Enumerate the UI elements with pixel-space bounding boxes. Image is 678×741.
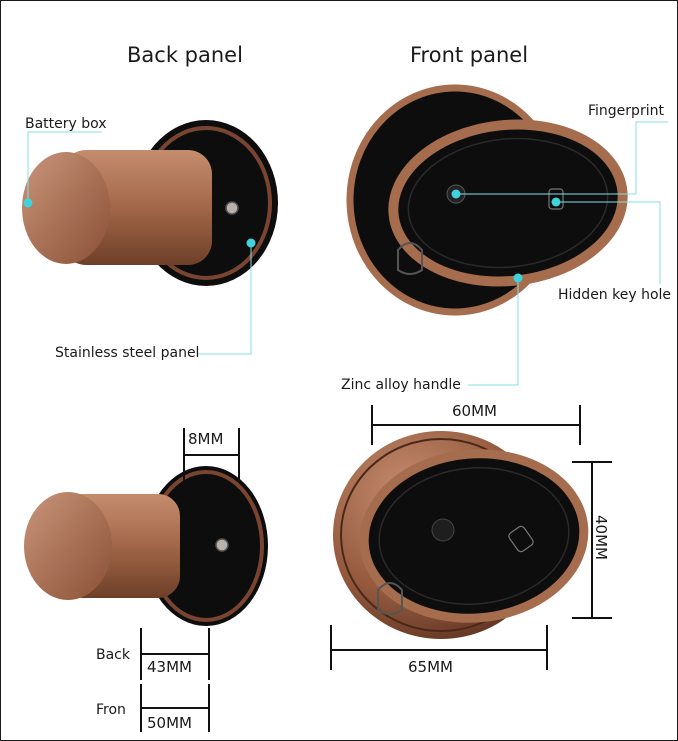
logo-icon <box>377 582 403 615</box>
front-panel-heading: Front panel <box>410 43 529 67</box>
front-length-dimension-label: 50MM <box>147 714 192 732</box>
front-panel-lock-dimensioned <box>333 431 589 639</box>
screw-icon <box>225 201 239 215</box>
fingerprint-label: Fingerprint <box>588 103 664 119</box>
handle-width-dimension-label: 60MM <box>452 402 497 420</box>
front-row-label: Fron <box>96 702 126 718</box>
logo-icon <box>397 242 423 275</box>
back-length-dimension-label: 43MM <box>147 658 192 676</box>
callout-lines <box>27 121 668 386</box>
fingerprint-sensor-icon <box>431 518 455 542</box>
back-row-label: Back <box>96 647 130 663</box>
hidden-key-hole-label: Hidden key hole <box>558 287 672 303</box>
back-panel-heading: Back panel <box>127 43 243 67</box>
callout-dots <box>23 189 561 283</box>
handle-height-dimension-label: 40MM <box>591 515 610 560</box>
stainless-steel-panel-label: Stainless steel panel <box>55 345 200 361</box>
dimension-lines <box>140 405 612 732</box>
rose-diameter-dimension-label: 65MM <box>408 658 453 676</box>
key-hole-icon <box>548 188 564 210</box>
screw-icon <box>215 538 229 552</box>
zinc-alloy-handle-label: Zinc alloy handle <box>341 377 461 393</box>
key-hole-icon <box>508 525 534 553</box>
battery-box-label: Battery box <box>25 116 107 132</box>
depth-dimension-label: 8MM <box>188 430 224 448</box>
back-panel-lock-dimensioned <box>24 466 268 626</box>
back-panel-lock <box>22 120 278 286</box>
front-panel-lock <box>346 84 628 316</box>
